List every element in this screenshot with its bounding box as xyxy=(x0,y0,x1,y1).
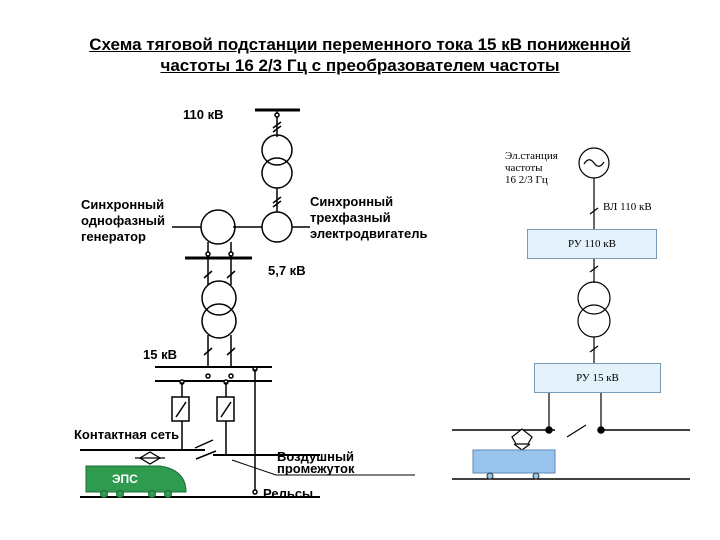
ru-110kv-box: РУ 110 кВ xyxy=(527,229,657,259)
break-mark xyxy=(272,200,282,208)
voltage-5-7kv-label: 5,7 кВ xyxy=(268,263,306,278)
generator-label-1: Синхронный xyxy=(81,197,165,212)
transformer-110-lv xyxy=(261,157,293,189)
wheel xyxy=(164,490,172,498)
power-station-label-3: 16 2/3 Гц xyxy=(505,174,548,186)
break-mark xyxy=(226,270,236,279)
transformer-110-hv xyxy=(261,134,293,166)
air-gap-pointer xyxy=(231,459,277,476)
voltage-15kv-label: 15 кВ xyxy=(143,347,177,362)
wheel xyxy=(532,472,540,480)
wheel xyxy=(100,490,108,498)
transformer-lv xyxy=(577,304,611,338)
right-pantograph-icon xyxy=(511,428,533,445)
power-station-label-2: частоты xyxy=(505,162,543,174)
generator-label-3: генератор xyxy=(81,229,146,244)
node xyxy=(228,251,234,257)
transformer-15-hv xyxy=(201,280,237,316)
air-gap-label-1: Воздушный xyxy=(277,449,355,464)
node xyxy=(228,373,234,379)
break-mark xyxy=(589,265,599,273)
sine-icon xyxy=(583,159,605,167)
break-mark xyxy=(272,125,282,133)
title-line-1: Схема тяговой подстанции переменного ток… xyxy=(89,35,631,54)
break-mark xyxy=(589,207,599,215)
node xyxy=(252,489,258,495)
ru-15kv-box: РУ 15 кВ xyxy=(534,363,661,393)
section-break xyxy=(195,450,217,460)
switch-blade xyxy=(175,401,187,418)
catenary-label: Контактная сеть xyxy=(74,427,180,442)
break-mark xyxy=(272,121,282,129)
transformer-15-lv xyxy=(201,303,237,339)
motor-label-1: Синхронный xyxy=(310,194,394,209)
wheel xyxy=(148,490,156,498)
air-gap-label-2: промежуток xyxy=(277,461,355,476)
eps-train-body xyxy=(85,465,187,493)
motor-label-2: трехфазный xyxy=(310,210,391,225)
motor-label-3: электродвигатель xyxy=(310,226,428,241)
transformer-hv xyxy=(577,281,611,315)
break-mark xyxy=(203,347,213,356)
synchronous-motor xyxy=(261,211,293,243)
pantograph-arm xyxy=(513,443,523,451)
node xyxy=(274,112,280,118)
break-mark xyxy=(589,345,599,353)
wheel xyxy=(116,490,124,498)
node xyxy=(545,426,553,434)
switch-blade xyxy=(220,401,232,418)
break-mark xyxy=(226,347,236,356)
rails-label: Рельсы xyxy=(263,486,314,501)
title-line-2: частоты 16 2/3 Гц с преобразователем час… xyxy=(160,56,560,75)
generator-label-2: однофазный xyxy=(81,213,165,228)
power-station-label-1: Эл.станция xyxy=(505,150,558,162)
node xyxy=(205,373,211,379)
voltage-110kv-label: 110 кВ xyxy=(183,107,224,122)
diagram-title: Схема тяговой подстанции переменного ток… xyxy=(0,34,720,76)
disconnector-1 xyxy=(171,396,190,422)
node xyxy=(205,251,211,257)
synchronous-generator xyxy=(200,209,236,245)
line-110kv-label: ВЛ 110 кВ xyxy=(603,201,652,213)
break-mark xyxy=(203,270,213,279)
right-switch xyxy=(566,424,587,438)
section-break xyxy=(194,439,214,449)
wheel xyxy=(486,472,494,480)
eps-label: ЭПС xyxy=(112,472,138,486)
break-mark xyxy=(272,196,282,204)
right-train-body xyxy=(472,449,556,474)
pantograph-arm xyxy=(521,443,531,451)
